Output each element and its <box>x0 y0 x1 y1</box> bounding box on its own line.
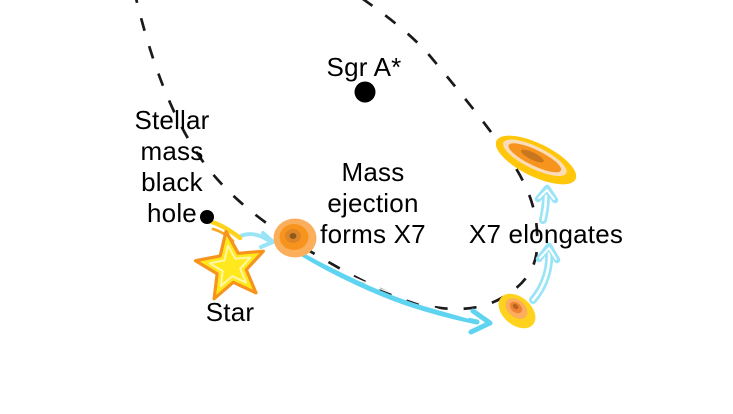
ejection-arrowhead <box>259 231 275 249</box>
x7-blob-round-core <box>289 233 297 239</box>
orbit-motion-arrowhead <box>468 308 493 335</box>
ejection-arrow <box>239 232 270 242</box>
x7-blob-long-elongated <box>495 135 577 185</box>
x7-blob-long-core <box>521 149 544 163</box>
star-shape <box>193 229 265 301</box>
star-inner-line <box>208 244 252 288</box>
stellar-black-hole-label: Stellar mass black hole <box>134 105 210 228</box>
star-label: Star <box>205 297 255 327</box>
x7-blob-round <box>273 218 317 258</box>
x7-blob-small-elongated <box>498 293 536 329</box>
sgr-a-star-dot <box>354 81 376 103</box>
x7-blob-small-core <box>512 303 519 310</box>
stellar-black-hole-dot <box>200 210 214 224</box>
orbit-motion-arrow <box>296 249 480 325</box>
orbit-motion-arrow-highlight <box>302 251 469 319</box>
elongation-arrow-upper-core <box>541 194 548 222</box>
sgr-a-label: Sgr A* <box>326 52 402 82</box>
elongation-arrowhead-lower-core <box>539 247 557 260</box>
orbit-dashed-path <box>135 0 539 311</box>
elongation-arrow-lower-core <box>531 251 551 302</box>
tidal-swoosh-outer <box>209 219 243 241</box>
elongation-arrowhead-upper-core <box>538 189 555 200</box>
x7-elongates-label: X7 elongates <box>468 219 624 249</box>
mass-ejection-label: Mass ejection forms X7 <box>320 157 426 249</box>
